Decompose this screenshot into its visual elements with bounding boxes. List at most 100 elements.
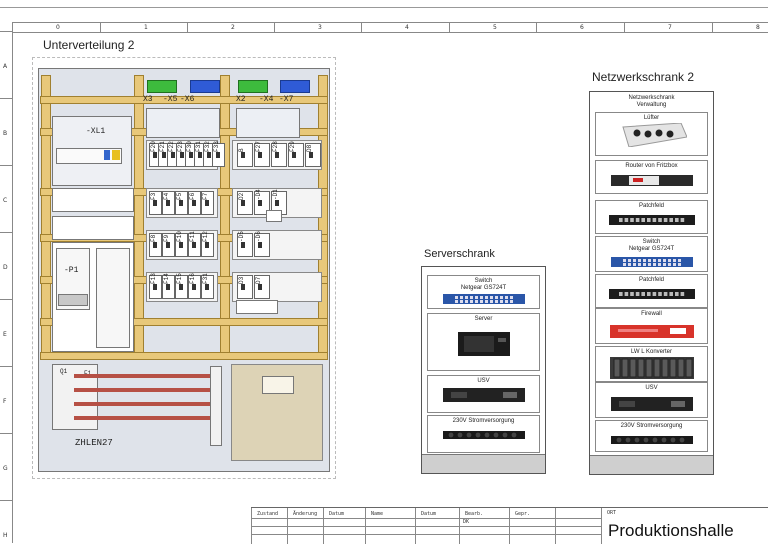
breaker-label: F21	[159, 141, 166, 152]
din-rail-horizontal	[40, 96, 328, 104]
title-block-col-line	[601, 508, 602, 544]
breaker-label: F32	[204, 141, 211, 152]
title-block-col-line	[415, 508, 416, 544]
mounting-plate-device	[262, 376, 294, 394]
breaker-row	[146, 140, 225, 170]
ruler-tick	[0, 500, 12, 501]
ruler-tick	[624, 23, 625, 32]
rack-device[interactable]: Firewall	[595, 308, 708, 344]
terminal-strip	[146, 108, 220, 138]
circuit-breaker	[188, 191, 201, 215]
terminal-strip	[236, 108, 300, 138]
circuit-breaker	[237, 143, 253, 167]
ruler-tick	[274, 23, 275, 32]
terminal-block	[147, 80, 177, 93]
rack-device[interactable]: Switch Netgear GS724T	[595, 236, 708, 272]
ruler-row-label: C	[3, 197, 8, 204]
rack-device[interactable]: Lüfter	[595, 112, 708, 156]
din-rail-vertical	[41, 75, 51, 357]
circuit-breaker	[237, 191, 253, 215]
ruler-tick	[449, 23, 450, 32]
rack-device-label: Server	[474, 316, 493, 322]
ruler-tick	[0, 232, 12, 233]
din-rail-vertical	[134, 75, 144, 357]
breaker-label: F6	[189, 192, 196, 200]
breaker-label: F31	[202, 273, 209, 284]
rack-device[interactable]: USV	[427, 375, 540, 413]
enclosure-block	[52, 188, 134, 212]
breaker-label: F3	[150, 192, 157, 200]
rack-device-label: LW L Konverter	[630, 349, 672, 355]
breaker-label: F22	[168, 141, 175, 152]
circuit-breaker	[201, 191, 214, 215]
meter-display	[58, 294, 88, 306]
terminal-label: -X5	[163, 95, 178, 104]
rack-device-label: Patchfeld	[638, 203, 665, 209]
rack-base	[590, 455, 713, 474]
title-block-header: Datum	[421, 511, 437, 517]
rack-device[interactable]: 230V Stromversorgung	[427, 415, 540, 453]
breaker-label: F29	[289, 141, 296, 152]
patch-panel-icon	[608, 215, 695, 225]
rack-device[interactable]: Router von Fritzbox	[595, 160, 708, 194]
breaker-label: D8	[306, 144, 313, 152]
rack-device-label: Lüfter	[643, 115, 660, 121]
rack-base	[422, 454, 545, 473]
rack-device[interactable]: Server	[427, 313, 540, 371]
rack-device-label: USV	[645, 385, 658, 391]
ruler-row-label: B	[3, 130, 8, 137]
rack-device[interactable]: 230V Stromversorgung	[595, 420, 708, 452]
rack-device[interactable]: Patchfeld	[595, 200, 708, 234]
ruler-tick	[0, 165, 12, 166]
circuit-breaker	[175, 191, 188, 215]
terminal-label: -X4	[259, 95, 274, 104]
page-frame-top	[0, 0, 768, 8]
busbar	[74, 416, 214, 420]
breaker-label: -D4	[255, 189, 262, 200]
fuse-label: F1	[84, 370, 91, 377]
rack-device[interactable]: Switch Netgear GS724T	[427, 275, 540, 309]
meter-p1-label: -P1	[64, 266, 79, 275]
ruler-column-label: 6	[580, 24, 584, 31]
ruler-column-label: 5	[493, 24, 497, 31]
ruler-tick	[361, 23, 362, 32]
breaker-label: F31	[195, 141, 202, 152]
breaker-label: B	[238, 148, 245, 152]
title-block-col-line	[365, 508, 366, 544]
title-block-header: Datum	[329, 511, 345, 517]
ruler-tick	[0, 433, 12, 434]
breaker-label: F16	[189, 273, 196, 284]
circuit-breaker	[149, 233, 162, 257]
circuit-breaker	[254, 143, 270, 167]
circuit-breaker	[162, 233, 175, 257]
circuit-breaker	[188, 275, 201, 299]
rack-device-label: Patchfeld	[638, 277, 665, 283]
title-block-col-line	[509, 508, 510, 544]
rack-device[interactable]: Patchfeld	[595, 274, 708, 308]
breaker-label: F27	[255, 141, 262, 152]
breaker-label: F10	[176, 231, 183, 242]
title-block-header: Name	[371, 511, 384, 517]
breaker-label: F12	[202, 231, 209, 242]
ruler-column-label: 0	[56, 24, 60, 31]
ruler-row-label: A	[3, 63, 8, 70]
switch-icon	[610, 257, 693, 267]
circuit-breaker	[149, 275, 162, 299]
breaker-label: F33	[213, 141, 220, 152]
circuit-breaker	[288, 143, 304, 167]
rack-device[interactable]: LW L Konverter	[595, 346, 708, 382]
terminal-column	[210, 366, 222, 446]
server-icon	[457, 332, 510, 356]
rack-device-label: 230V Stromversorgung	[620, 423, 683, 429]
breaker-row	[146, 272, 218, 302]
rack-device[interactable]: USV	[595, 382, 708, 418]
ruler-tick	[187, 23, 188, 32]
serverschrank-title: Serverschrank	[424, 248, 495, 260]
breaker-label: F14	[163, 273, 170, 284]
patch-panel-icon	[608, 289, 695, 299]
ruler-column-label: 8	[756, 24, 760, 31]
ruler-column-label: 1	[144, 24, 148, 31]
